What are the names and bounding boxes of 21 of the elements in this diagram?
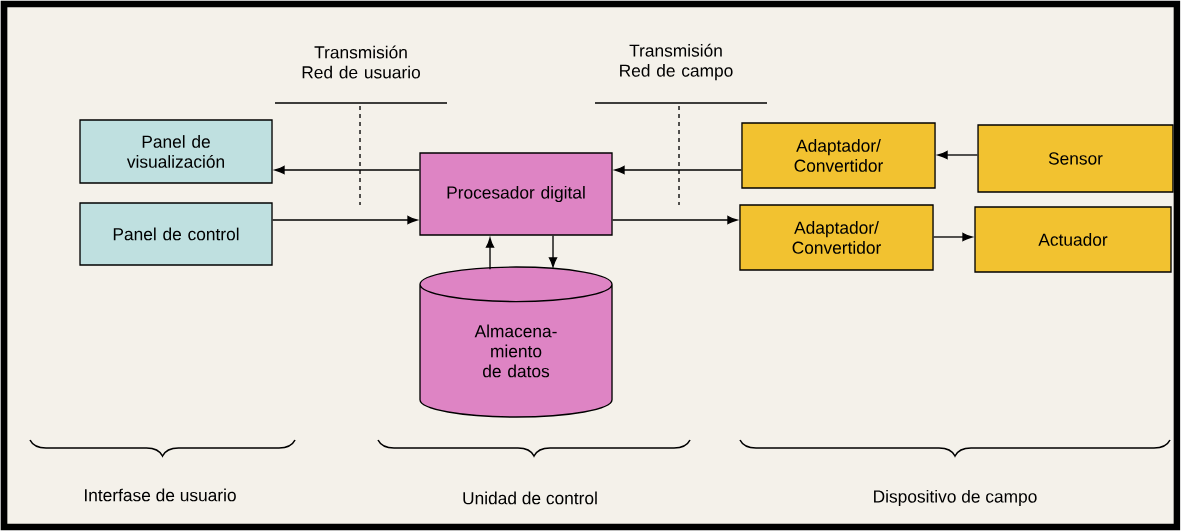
network-label: Transmisión Red de usuario	[302, 45, 420, 79]
arrow	[614, 165, 742, 175]
actuator-box: Actuador	[974, 206, 1172, 273]
arrow	[485, 237, 495, 271]
arrow	[612, 215, 738, 225]
arrow	[937, 150, 979, 160]
arrow	[274, 165, 420, 175]
group-label: Dispositivo de campo	[874, 489, 1037, 507]
adapter-box: Adaptador/ Convertidor	[739, 204, 934, 271]
adapter-box: Adaptador/ Convertidor	[741, 122, 936, 189]
arrow	[933, 232, 973, 242]
panel-box: Panel de control	[79, 202, 273, 266]
arrow	[272, 215, 418, 225]
group-label: Unidad de control	[463, 491, 597, 505]
processor-box: Procesador digital	[419, 152, 613, 236]
arrow	[548, 235, 558, 268]
storage-cylinder: Almacena- miento de datos	[419, 266, 613, 418]
sensor-box: Sensor	[977, 124, 1174, 193]
panel-box: Panel de visualización	[79, 119, 273, 184]
group-label: Interfase de usuario	[85, 488, 236, 502]
network-label: Transmisión Red de campo	[620, 43, 733, 81]
